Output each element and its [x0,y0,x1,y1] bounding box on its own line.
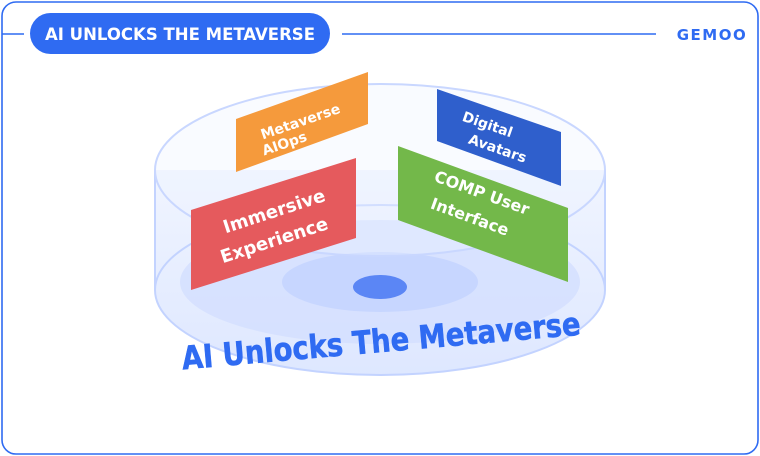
panel-metaverse-aiops-card [236,72,368,172]
panel-digital-avatars-card [437,89,561,186]
panel-digital-avatars: Digital Avatars [437,89,561,186]
panel-immersive-experience-card [191,158,356,290]
title-pill [30,13,330,54]
page-title: AI UNLOCKS THE METAVERSE [45,25,315,45]
center-dot [353,275,407,299]
panel-comp-user-interface-card [398,146,568,282]
gemoo-logo: GEMOO [677,26,748,44]
